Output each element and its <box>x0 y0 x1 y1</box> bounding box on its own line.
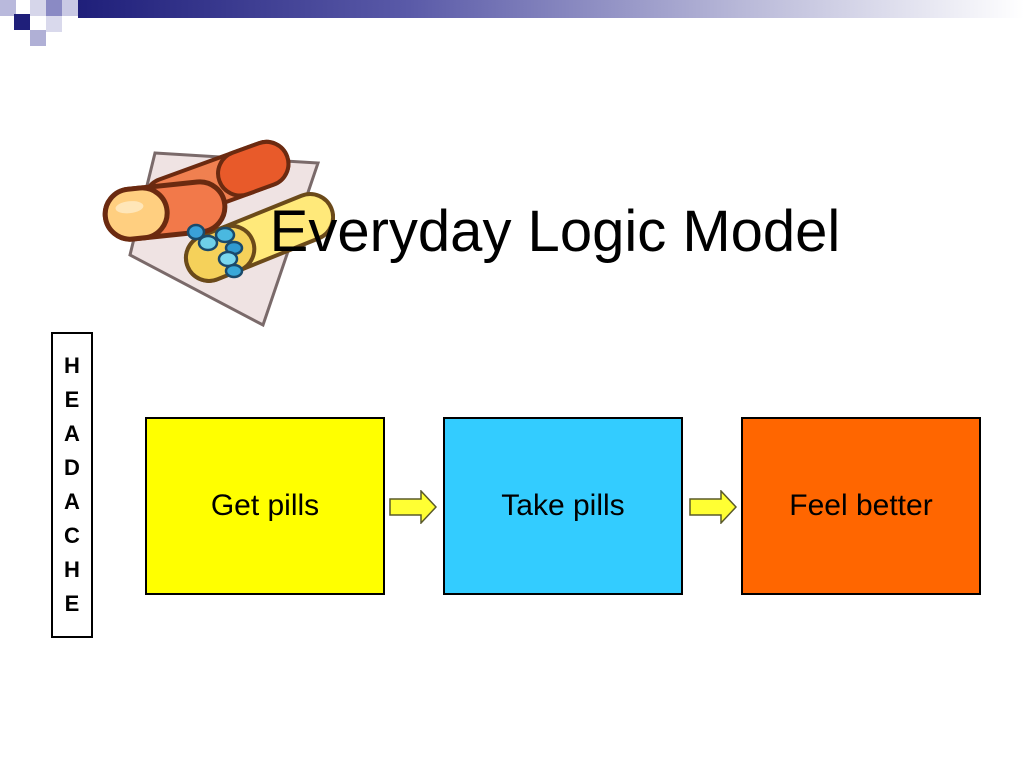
headache-letter: E <box>64 591 80 616</box>
step-get-pills: Get pills <box>145 417 385 595</box>
headache-letter: C <box>64 523 80 548</box>
headache-letter: D <box>64 455 80 480</box>
header-square <box>0 0 16 16</box>
headache-letter: A <box>64 489 80 514</box>
headache-letter: E <box>64 387 80 412</box>
headache-letter: H <box>64 353 80 378</box>
headache-label: H E A D A C H E <box>51 332 93 638</box>
right-arrow-icon <box>389 490 437 524</box>
step-label: Get pills <box>210 489 320 522</box>
step-take-pills: Take pills <box>443 417 683 595</box>
step-label: Take pills <box>501 489 625 522</box>
header-gradient-bar <box>78 0 1024 18</box>
pills-clipart-icon <box>102 139 335 328</box>
header-square <box>16 0 30 14</box>
header-square <box>30 0 46 16</box>
step-feel-better: Feel better <box>741 417 981 595</box>
step-label: Feel better <box>789 489 933 522</box>
right-arrow-icon <box>689 490 737 524</box>
header-square <box>46 0 62 16</box>
header-square <box>62 0 78 16</box>
header-square <box>14 14 30 30</box>
header-square <box>46 16 62 32</box>
headache-letter: A <box>64 421 80 446</box>
header-square <box>30 30 46 46</box>
headache-letter: H <box>64 557 80 582</box>
slide-title: Everyday Logic Model <box>269 199 841 264</box>
